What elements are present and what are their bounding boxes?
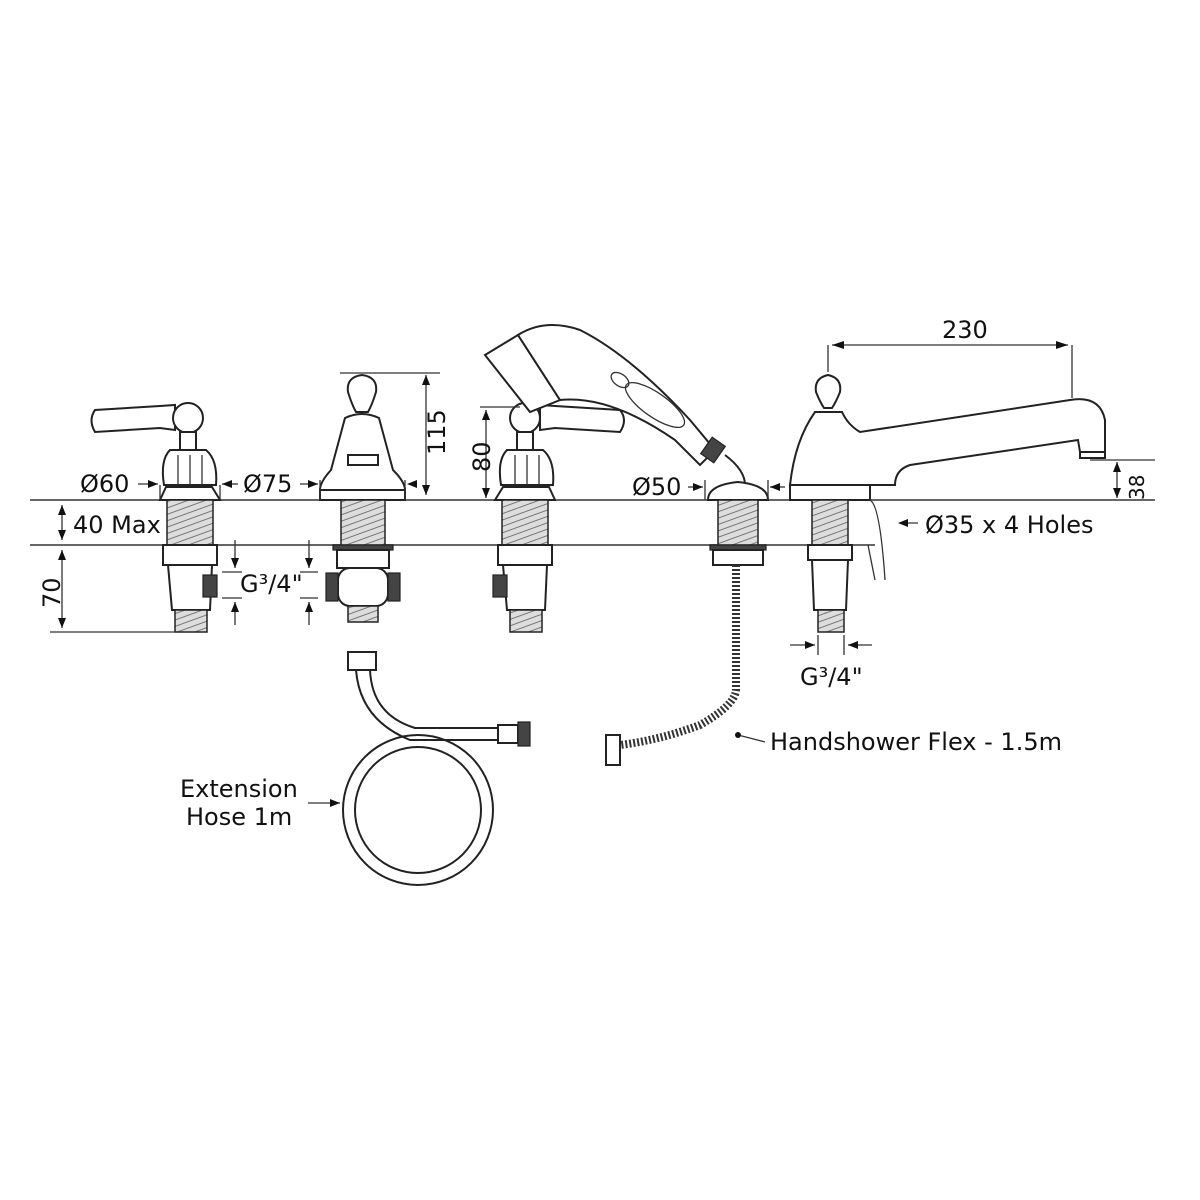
dim-inlet-thread-left: G³/4" xyxy=(240,570,303,598)
label-extension-hose-line2: Hose 1m xyxy=(186,803,292,831)
extension-hose xyxy=(342,651,531,886)
center-diverter-valve xyxy=(318,373,407,623)
bath-spout xyxy=(788,373,1106,633)
label-handshower-flex: Handshower Flex - 1.5m xyxy=(770,728,1062,756)
dimension-lines xyxy=(50,344,1155,804)
dim-diverter-flange-dia: Ø75 xyxy=(243,470,292,498)
dim-inlet-thread-right: G³/4" xyxy=(800,663,863,691)
dim-handshower-flange-dia: Ø50 xyxy=(632,473,681,501)
dim-deck-thickness: 40 Max xyxy=(73,511,161,539)
dim-spout-projection: 230 xyxy=(942,316,988,344)
label-extension-hose-line1: Extension xyxy=(180,775,298,803)
dimension-arrowheads xyxy=(58,341,1121,807)
handshower-and-holder xyxy=(483,324,770,766)
dim-below-deck-length: 70 xyxy=(38,577,66,608)
dim-lever-flange-dia: Ø60 xyxy=(80,470,129,498)
right-lever-valve xyxy=(492,402,625,633)
left-lever-valve xyxy=(90,402,222,633)
dim-lever-height: 80 xyxy=(468,441,496,472)
dim-spout-clearance: 38 xyxy=(1125,475,1149,500)
dim-deck-holes: Ø35 x 4 Holes xyxy=(925,511,1093,539)
dim-diverter-height: 115 xyxy=(423,409,451,455)
